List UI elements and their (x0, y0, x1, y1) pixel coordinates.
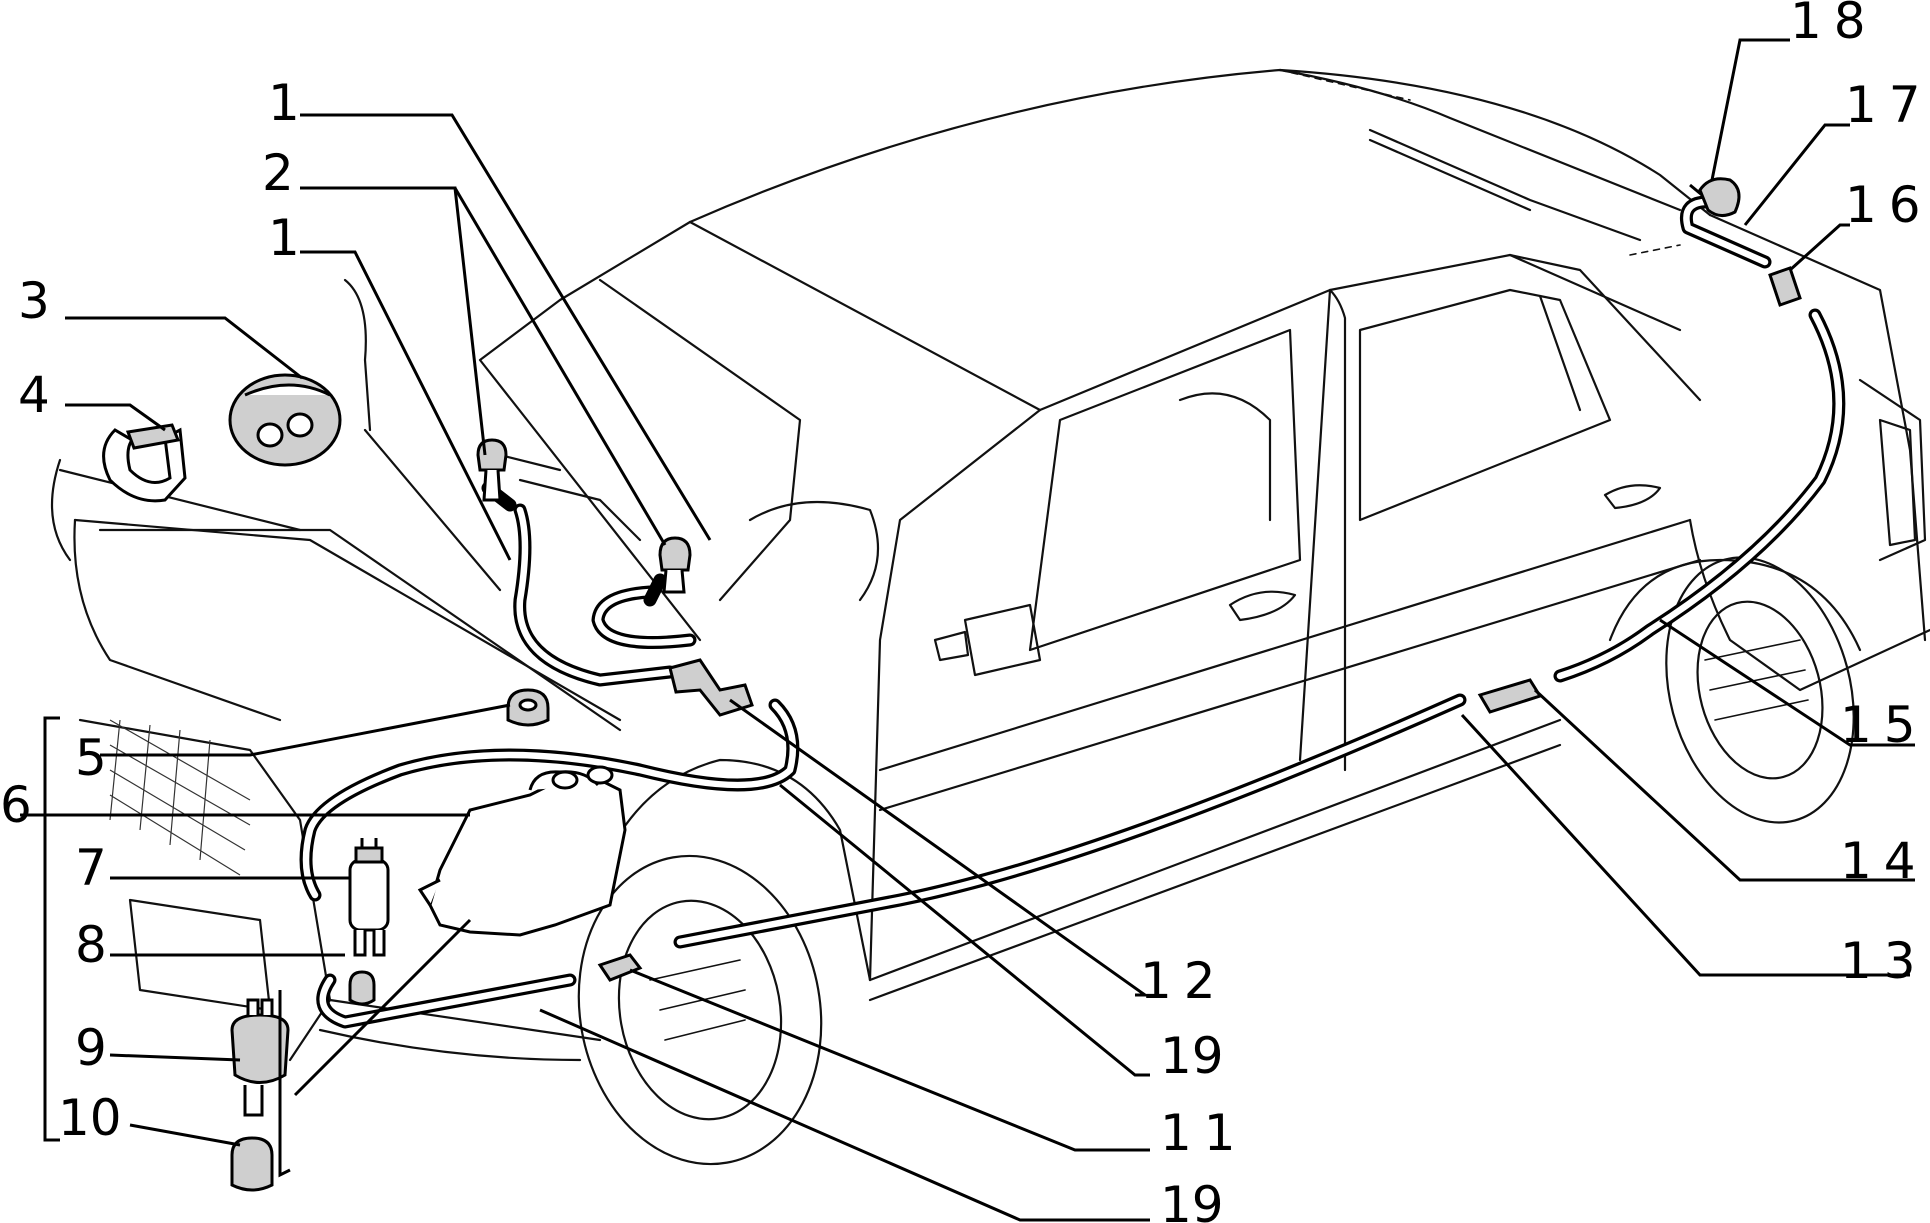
callout-label-8: 8 (75, 916, 107, 974)
callout-label-19-lower: 19 (1160, 1176, 1224, 1223)
pump-part-7 (348, 858, 390, 932)
callout-label-15: 15 (1840, 696, 1928, 754)
connector-part-14 (1477, 678, 1543, 714)
callout-label-3: 3 (18, 272, 50, 330)
callout-label-7: 7 (75, 839, 107, 897)
connector-part-16 (1768, 266, 1802, 307)
callout-label-1-lower: 1 (268, 209, 300, 267)
callout-label-9: 9 (75, 1019, 107, 1077)
callout-label-1-top: 1 (268, 74, 300, 132)
callout-label-4: 4 (18, 366, 50, 424)
connector-part-11 (597, 953, 643, 982)
nozzle-part-2-left (476, 438, 508, 472)
callout-label-2: 2 (262, 144, 294, 202)
callout-label-19-upper: 19 (1160, 1027, 1224, 1085)
callout-label-14: 14 (1840, 832, 1928, 890)
callout-label-16: 16 (1845, 176, 1930, 234)
leader-lines (20, 38, 1915, 1222)
grommet-part-8 (348, 970, 376, 1006)
cover-part-3 (228, 373, 342, 467)
rear-nozzle-part-18 (1698, 177, 1741, 217)
washer-hoses (299, 195, 1846, 1029)
washer-reservoir-part-6 (428, 773, 627, 937)
parts (102, 177, 1802, 1192)
callout-label-13: 13 (1840, 932, 1928, 990)
callout-label-10: 10 (58, 1089, 122, 1147)
nozzle-part-2-right (658, 536, 692, 572)
callout-label-5: 5 (75, 729, 107, 787)
pump-part-9 (230, 1013, 290, 1084)
callout-label-17: 17 (1845, 76, 1930, 134)
grommet-part-10 (230, 1136, 274, 1192)
callout-label-6: 6 (0, 776, 32, 834)
callout-label-11: 11 (1160, 1104, 1248, 1162)
callout-label-12: 12 (1140, 952, 1228, 1010)
callout-label-18: 18 (1790, 0, 1878, 50)
